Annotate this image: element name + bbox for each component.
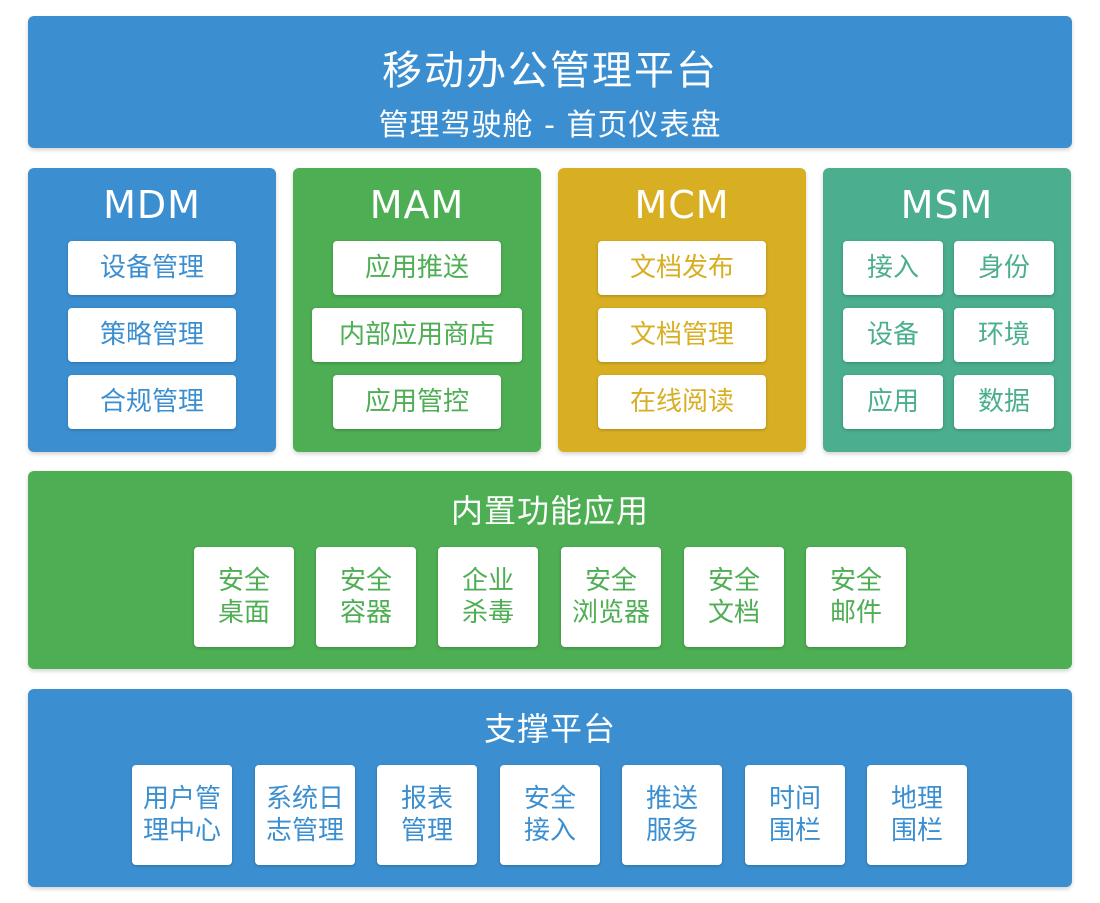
module-mcm: MCM 文档发布 文档管理 在线阅读 <box>558 168 806 452</box>
card-line: 安全 <box>339 566 392 596</box>
card-line: 管理 <box>400 816 453 846</box>
card-line: 围栏 <box>768 816 821 846</box>
card-line: 理中心 <box>142 816 221 846</box>
mam-item-app-control: 应用管控 <box>333 375 501 429</box>
builtin-item-enterprise-antivirus: 企业杀毒 <box>438 547 538 647</box>
module-msm: MSM 接入 身份 设备 环境 应用 数据 <box>823 168 1071 452</box>
support-platform-title: 支撑平台 <box>483 710 616 748</box>
module-mam: MAM 应用推送 内部应用商店 应用管控 <box>293 168 541 452</box>
builtin-item-secure-browser: 安全浏览器 <box>561 547 661 647</box>
card-line: 杀毒 <box>461 598 514 628</box>
module-mam-title: MAM <box>369 183 465 227</box>
msm-item-device: 设备 <box>843 308 943 362</box>
mcm-item-doc-management: 文档管理 <box>598 308 766 362</box>
support-item-user-center: 用户管理中心 <box>132 765 232 865</box>
builtin-item-secure-container: 安全容器 <box>316 547 416 647</box>
msm-item-application: 应用 <box>843 375 943 429</box>
card-line: 地理 <box>890 784 943 814</box>
card-line: 报表 <box>400 784 453 814</box>
msm-item-environment: 环境 <box>954 308 1054 362</box>
card-line: 文档 <box>707 598 760 628</box>
support-item-system-log: 系统日志管理 <box>255 765 355 865</box>
card-line: 桌面 <box>217 598 270 628</box>
builtin-item-secure-document: 安全文档 <box>684 547 784 647</box>
builtin-apps-title: 内置功能应用 <box>450 492 649 530</box>
support-item-time-fence: 时间围栏 <box>745 765 845 865</box>
card-line: 安全 <box>217 566 270 596</box>
mam-item-internal-app-store: 内部应用商店 <box>312 308 522 362</box>
card-line: 安全 <box>523 784 576 814</box>
card-line: 容器 <box>339 598 392 628</box>
card-line: 浏览器 <box>571 598 650 628</box>
mcm-item-online-reading: 在线阅读 <box>598 375 766 429</box>
builtin-item-secure-desktop: 安全桌面 <box>194 547 294 647</box>
support-item-secure-access: 安全接入 <box>500 765 600 865</box>
card-line: 安全 <box>584 566 637 596</box>
module-mdm-title: MDM <box>103 183 201 227</box>
card-line: 志管理 <box>265 816 344 846</box>
card-line: 系统日 <box>265 784 344 814</box>
support-item-report-management: 报表管理 <box>377 765 477 865</box>
mdm-item-compliance-management: 合规管理 <box>68 375 236 429</box>
mcm-item-doc-publish: 文档发布 <box>598 241 766 295</box>
card-line: 安全 <box>829 566 882 596</box>
mam-item-app-push: 应用推送 <box>333 241 501 295</box>
card-line: 推送 <box>645 784 698 814</box>
card-line: 接入 <box>523 816 576 846</box>
card-line: 企业 <box>461 566 514 596</box>
module-mdm: MDM 设备管理 策略管理 合规管理 <box>28 168 276 452</box>
card-line: 服务 <box>645 816 698 846</box>
card-line: 围栏 <box>890 816 943 846</box>
page-subtitle: 管理驾驶舱 - 首页仪表盘 <box>378 108 722 143</box>
support-item-geo-fence: 地理围栏 <box>867 765 967 865</box>
mdm-item-device-management: 设备管理 <box>68 241 236 295</box>
module-msm-title: MSM <box>900 183 994 227</box>
card-line: 时间 <box>768 784 821 814</box>
page-title: 移动办公管理平台 <box>382 48 718 94</box>
platform-header: 移动办公管理平台 管理驾驶舱 - 首页仪表盘 <box>28 16 1072 148</box>
module-mcm-title: MCM <box>634 183 730 227</box>
card-line: 邮件 <box>829 598 882 628</box>
support-platform-section: 支撑平台 用户管理中心 系统日志管理 报表管理 安全接入 推送服务 时间围栏 地… <box>28 689 1072 887</box>
mdm-item-policy-management: 策略管理 <box>68 308 236 362</box>
support-item-push-service: 推送服务 <box>622 765 722 865</box>
msm-item-data: 数据 <box>954 375 1054 429</box>
card-line: 安全 <box>707 566 760 596</box>
builtin-apps-section: 内置功能应用 安全桌面 安全容器 企业杀毒 安全浏览器 安全文档 安全邮件 <box>28 471 1072 669</box>
msm-item-identity: 身份 <box>954 241 1054 295</box>
builtin-item-secure-mail: 安全邮件 <box>806 547 906 647</box>
card-line: 用户管 <box>142 784 221 814</box>
msm-item-access: 接入 <box>843 241 943 295</box>
